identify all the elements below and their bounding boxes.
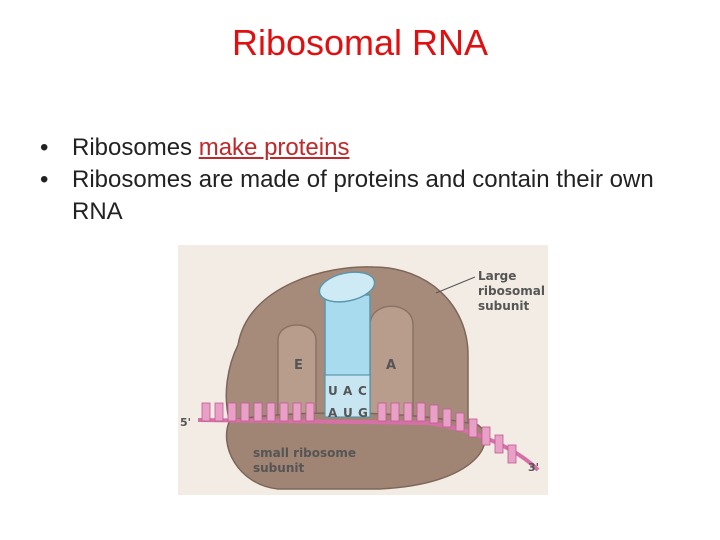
bullet-item: • Ribosomes make proteins bbox=[40, 132, 700, 164]
large-subunit-label: Large ribosomal subunit bbox=[478, 269, 545, 313]
svg-text:subunit: subunit bbox=[253, 461, 304, 475]
site-e-label: E bbox=[294, 358, 303, 373]
codon-base: G bbox=[358, 406, 368, 420]
small-subunit-label: small ribosome subunit bbox=[253, 446, 356, 475]
svg-text:ribosomal: ribosomal bbox=[478, 284, 545, 298]
anticodon-base: A bbox=[343, 384, 353, 398]
codon-base: U bbox=[343, 406, 353, 420]
svg-text:subunit: subunit bbox=[478, 299, 529, 313]
trna bbox=[318, 271, 376, 418]
five-prime-label: 5' bbox=[180, 416, 191, 429]
leader-line bbox=[435, 276, 476, 294]
svg-text:small ribosome: small ribosome bbox=[253, 446, 356, 460]
anticodon-base: U bbox=[328, 384, 338, 398]
e-site-pocket bbox=[277, 324, 317, 421]
ribosome-diagram: U A C A U G E A Large ribosomal subunit … bbox=[178, 245, 548, 495]
bullet-list: • Ribosomes make proteins • Ribosomes ar… bbox=[40, 132, 700, 228]
svg-text:Large: Large bbox=[478, 269, 516, 283]
bullet-icon: • bbox=[40, 166, 49, 193]
site-a-label: A bbox=[386, 358, 396, 373]
anticodon-codon-letters: U A C A U G bbox=[328, 384, 368, 420]
anticodon-base: C bbox=[358, 384, 367, 398]
bullet-emphasis: make proteins bbox=[198, 134, 350, 161]
bullet-item: • Ribosomes are made of proteins and con… bbox=[40, 164, 700, 228]
bullet-text: Ribosomes bbox=[72, 134, 199, 161]
codon-base: A bbox=[328, 406, 338, 420]
mrna-strand bbox=[197, 402, 540, 472]
three-prime-label: 3' bbox=[528, 461, 539, 474]
bullet-icon: • bbox=[40, 134, 49, 161]
slide-title: Ribosomal RNA bbox=[231, 22, 489, 63]
bullet-text: Ribosomes are made of proteins and conta… bbox=[72, 166, 654, 225]
